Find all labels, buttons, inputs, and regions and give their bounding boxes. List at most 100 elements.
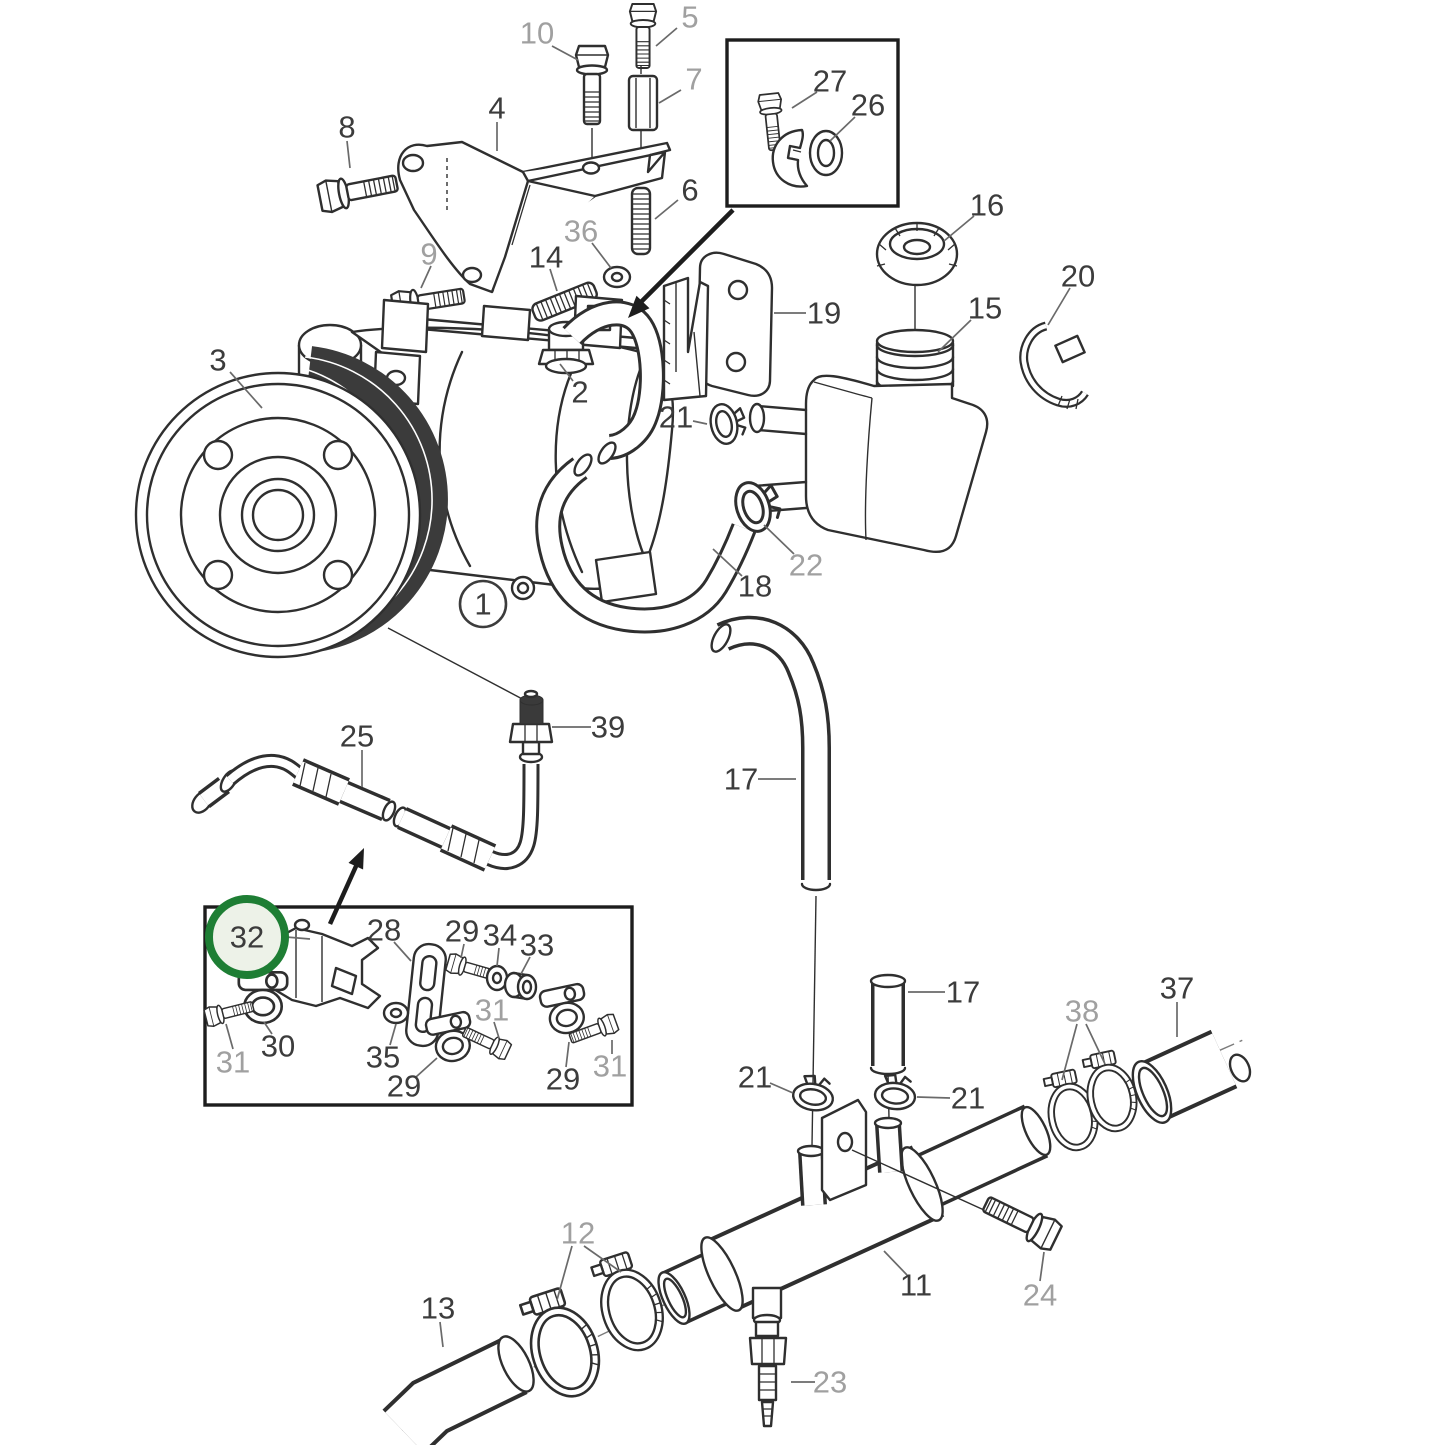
callout-number-13: 13 — [421, 1291, 455, 1326]
pipe-11 — [657, 1098, 1052, 1325]
callout-33: 33 — [520, 928, 554, 975]
callout-number-33: 33 — [520, 928, 554, 963]
callout-17b: 17 — [908, 975, 980, 1010]
callout-31a: 31 — [216, 1023, 250, 1080]
callout-14: 14 — [529, 240, 563, 292]
callout-16: 16 — [943, 188, 1004, 242]
callout-number-5: 5 — [681, 0, 698, 35]
bushing-33 — [503, 971, 538, 1001]
bolt-5 — [628, 3, 658, 69]
mounting-bracket-group — [315, 3, 672, 324]
callout-number-9: 9 — [420, 237, 437, 272]
plain-ring — [458, 579, 508, 629]
fitting-39 — [508, 689, 554, 764]
callout-number-11: 11 — [900, 1268, 932, 1303]
callout-number-21a: 21 — [659, 400, 693, 435]
callout-13: 13 — [421, 1291, 455, 1348]
callout-7: 7 — [658, 62, 703, 104]
callout-number-15: 15 — [968, 291, 1002, 326]
callout-28: 28 — [367, 913, 412, 962]
callout-1: 1 — [458, 579, 508, 629]
callout-31b: 31 — [475, 993, 509, 1039]
callout-number-20: 20 — [1061, 259, 1095, 294]
washer-36 — [602, 265, 632, 289]
cap-16 — [875, 221, 959, 334]
callout-number-29b: 29 — [387, 1069, 421, 1104]
callout-20: 20 — [1047, 259, 1095, 326]
callout-31c: 31 — [593, 1040, 627, 1084]
callout-6: 6 — [654, 173, 699, 220]
callout-21L: 21 — [738, 1060, 794, 1095]
callout-9: 9 — [420, 237, 438, 289]
reservoir-neck — [875, 328, 955, 394]
callout-25: 25 — [340, 719, 374, 787]
callout-number-26: 26 — [851, 88, 885, 123]
callout-number-2: 2 — [571, 375, 588, 410]
clamp-12-right — [585, 1245, 674, 1360]
callout-22: 22 — [763, 524, 823, 583]
pipe-assembly — [382, 973, 1252, 1445]
callout-number-18: 18 — [738, 569, 772, 604]
callout-number-7: 7 — [685, 62, 702, 97]
pump-assembly — [134, 294, 675, 659]
callout-number-8: 8 — [338, 110, 355, 145]
callout-32: 32 — [205, 895, 311, 979]
clip-20 — [1019, 321, 1089, 410]
hose-17-lower — [869, 973, 907, 1119]
callout-19: 19 — [774, 296, 841, 331]
callout-21R: 21 — [916, 1081, 985, 1116]
callout-number-25: 25 — [340, 719, 374, 754]
callout-number-6: 6 — [681, 173, 698, 208]
callout-21a: 21 — [659, 400, 708, 435]
reservoir-group — [705, 221, 1089, 554]
callout-35: 35 — [366, 1023, 400, 1075]
callout-36: 36 — [564, 214, 612, 269]
bolt-24 — [977, 1188, 1065, 1254]
callout-number-29a: 29 — [445, 914, 479, 949]
callout-2: 2 — [559, 363, 589, 410]
callout-number-24: 24 — [1023, 1278, 1057, 1313]
spacer-7 — [627, 74, 659, 132]
callout-39: 39 — [552, 710, 625, 745]
callout-5: 5 — [655, 0, 699, 47]
callout-number-35: 35 — [366, 1040, 400, 1075]
callout-number-29c: 29 — [546, 1062, 580, 1097]
bolt-10 — [574, 44, 610, 126]
callout-number-10: 10 — [520, 16, 554, 51]
callout-29a: 29 — [445, 914, 479, 959]
callout-11: 11 — [883, 1250, 932, 1303]
callout-number-34: 34 — [483, 918, 517, 953]
hose-25-assembly — [191, 627, 554, 872]
callout-18: 18 — [712, 548, 772, 604]
stud-6 — [630, 186, 652, 256]
callout-3: 3 — [209, 343, 263, 409]
callout-4: 4 — [488, 91, 506, 151]
callout-number-30: 30 — [261, 1029, 295, 1064]
callout-number-23: 23 — [813, 1365, 847, 1400]
callout-17a: 17 — [724, 762, 796, 797]
callout-number-32: 32 — [230, 920, 264, 955]
callout-number-37: 37 — [1160, 971, 1194, 1006]
callout-number-16: 16 — [970, 188, 1004, 223]
callout-number-31c: 31 — [593, 1049, 627, 1084]
callout-number-14: 14 — [529, 240, 563, 275]
bracket-19 — [662, 251, 774, 402]
callout-30: 30 — [261, 1021, 295, 1064]
callout-29b: 29 — [387, 1057, 438, 1104]
clamp-30 — [237, 970, 289, 1025]
callout-38: 38 — [1061, 994, 1106, 1081]
callout-37: 37 — [1160, 971, 1194, 1037]
callout-27: 27 — [791, 64, 847, 109]
callout-8: 8 — [338, 110, 356, 169]
inset-pointer-line — [639, 208, 735, 304]
inset-pointer-arrowhead — [628, 295, 650, 318]
assembly-centerlines — [591, 66, 642, 184]
nut-35 — [382, 1001, 410, 1025]
callout-number-31b: 31 — [475, 993, 509, 1028]
callout-number-27: 27 — [813, 64, 847, 99]
callout-15: 15 — [937, 291, 1002, 353]
bracket-32 — [268, 918, 382, 1010]
hose-13 — [382, 1335, 535, 1445]
